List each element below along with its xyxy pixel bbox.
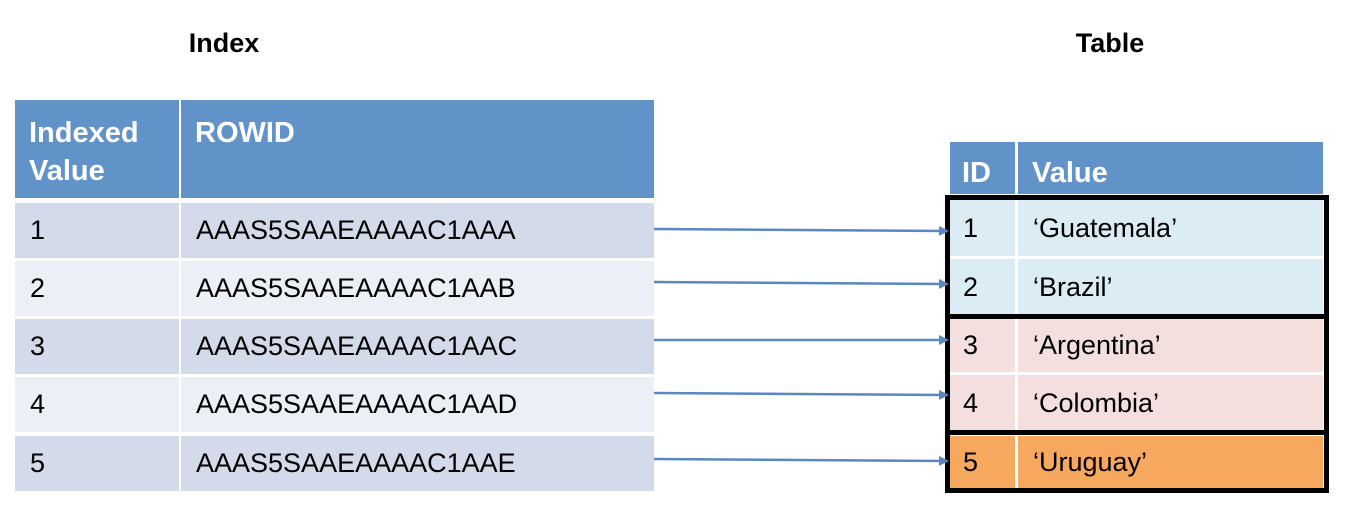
table-row-3-value: ‘Argentina’ [1018,318,1323,372]
table-row-2-value: ‘Brazil’ [1018,259,1323,315]
index-row-1-rowid: AAAS5SAAEAAAAC1AAA [181,203,654,258]
arrow-row-4 [653,389,949,400]
table-row-4-value: ‘Colombia’ [1018,375,1323,431]
index-header-indexed-value: Indexed Value [15,100,179,198]
index-row-4-rowid: AAAS5SAAEAAAAC1AAD [181,377,654,432]
table-row-1-id: 1 [950,200,1015,256]
table-header-id: ID [950,142,1015,194]
index-row-2-rowid: AAAS5SAAEAAAAC1AAB [181,261,654,316]
index-header-rowid: ROWID [181,100,654,198]
table-header-value: Value [1018,142,1323,194]
index-row-4-value: 4 [15,377,179,432]
table-row-4-id: 4 [950,375,1015,431]
table-row-2-id: 2 [950,259,1015,315]
index-row-5-value: 5 [15,436,179,491]
table-title: Table [1075,28,1145,58]
index-row-1-value: 1 [15,203,179,258]
table-row-5-id: 5 [950,436,1015,488]
table-row-3-id: 3 [950,318,1015,372]
table-row-5-value: ‘Uruguay’ [1018,436,1323,488]
arrow-row-2 [653,278,949,289]
index-row-2-value: 2 [15,261,179,316]
arrow-row-5 [653,455,949,466]
arrow-row-1 [653,225,949,236]
index-row-3-value: 3 [15,319,179,374]
table-row-1-value: ‘Guatemala’ [1018,200,1323,256]
index-row-5-rowid: AAAS5SAAEAAAAC1AAE [181,436,654,491]
index-row-3-rowid: AAAS5SAAEAAAAC1AAC [181,319,654,374]
index-title: Index [188,28,260,58]
